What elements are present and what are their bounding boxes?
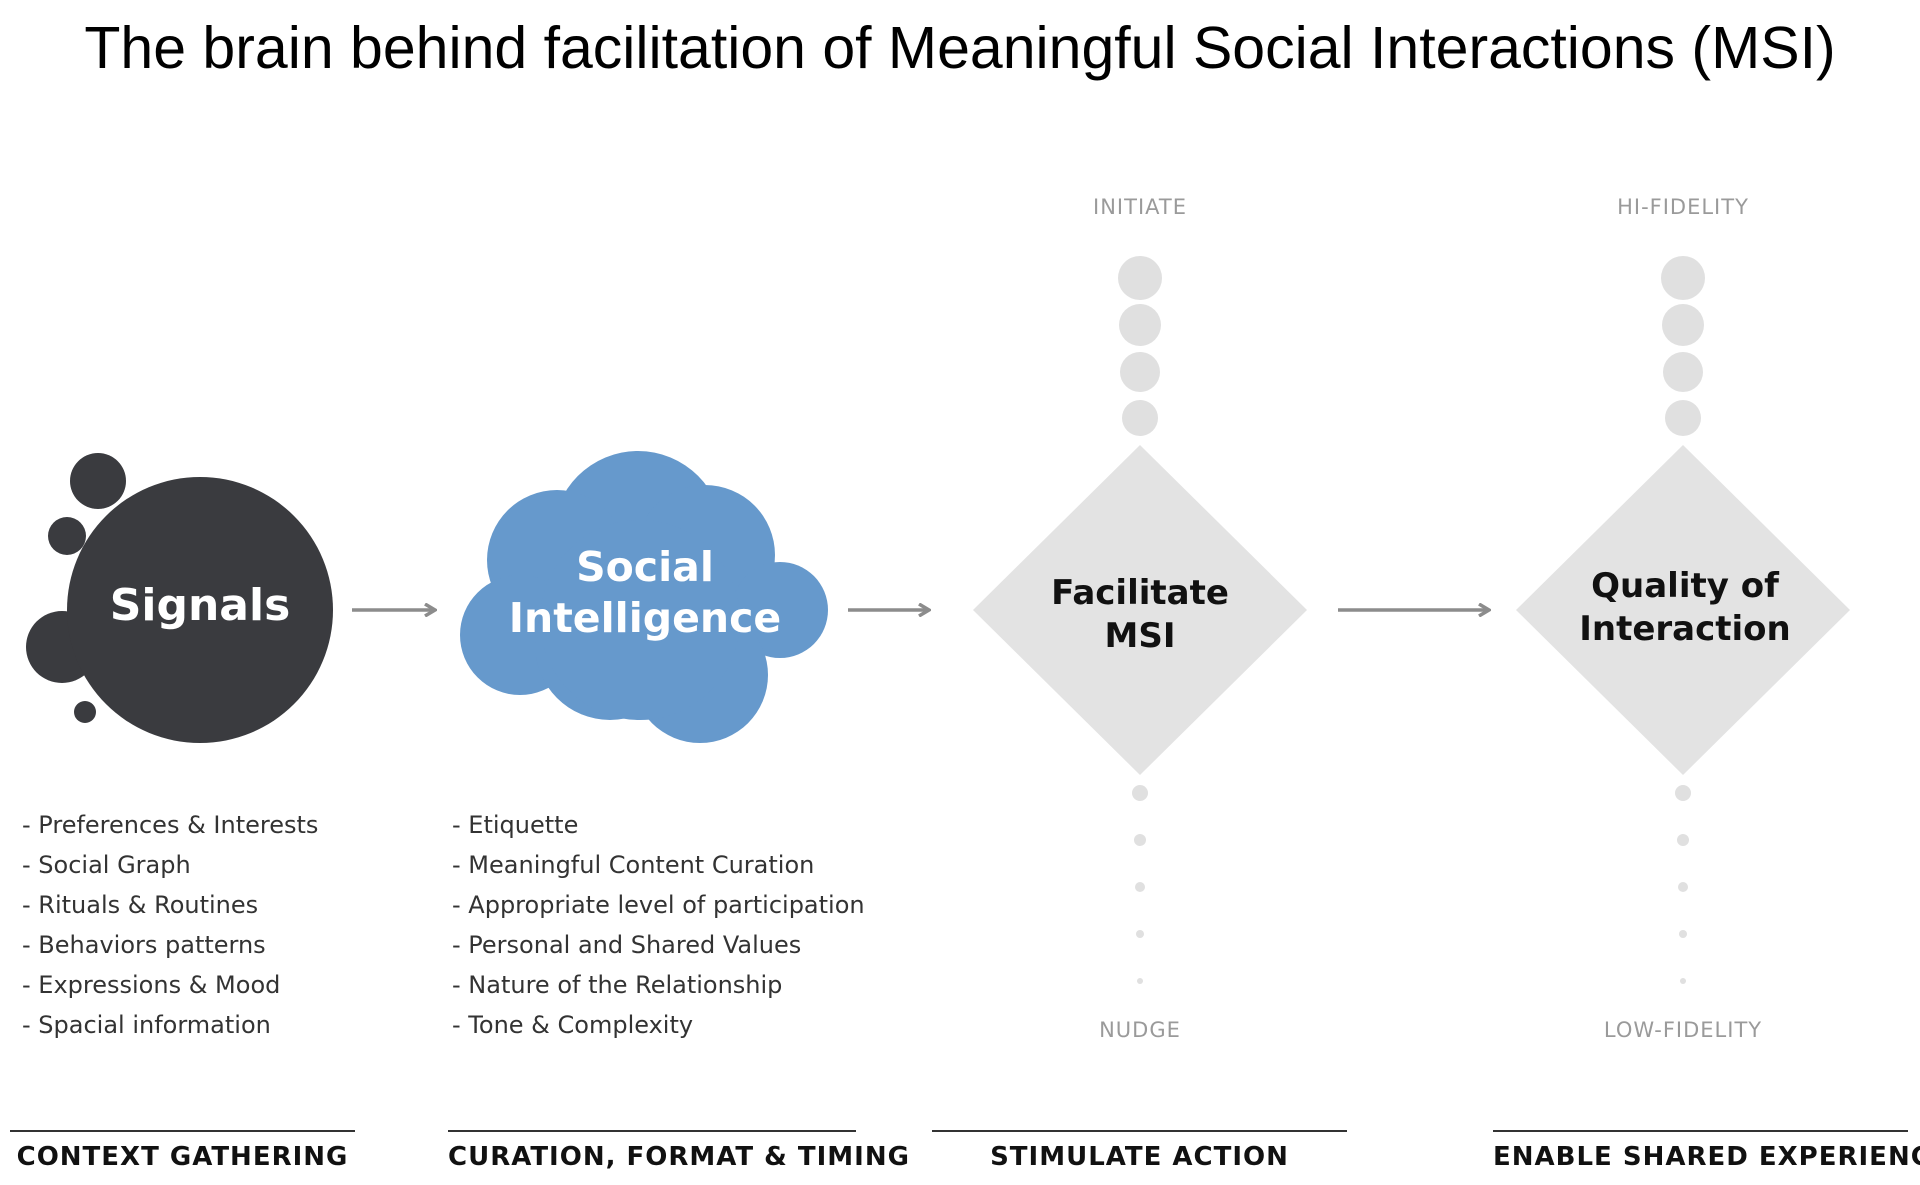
- signals-bubble-top: [70, 453, 126, 509]
- list-item: Tone & Complexity: [452, 1005, 865, 1045]
- low-fidelity-label: LOW-FIDELITY: [1603, 1018, 1763, 1042]
- list-item: Preferences & Interests: [22, 805, 318, 845]
- list-item: Social Graph: [22, 845, 318, 885]
- facilitate-diamond: [973, 445, 1307, 775]
- signals-bubble-small: [74, 701, 96, 723]
- list-item: Meaningful Content Curation: [452, 845, 865, 885]
- facilitate-label: Facilitate MSI: [1051, 573, 1229, 656]
- stage-context-gathering: CONTEXT GATHERING: [10, 1130, 355, 1172]
- list-item: Nature of the Relationship: [452, 965, 865, 1005]
- stage-shared-experience: ENABLE SHARED EXPERIENCE: [1493, 1130, 1920, 1172]
- stage-stimulate-action: STIMULATE ACTION: [932, 1130, 1347, 1172]
- signals-main-circle: [67, 477, 333, 743]
- list-item: Behaviors patterns: [22, 925, 318, 965]
- list-item: Personal and Shared Values: [452, 925, 865, 965]
- facilitate-scale: [1118, 256, 1162, 984]
- social-intelligence-cloud: [460, 451, 828, 743]
- signals-label: Signals: [109, 580, 291, 631]
- list-item: Rituals & Routines: [22, 885, 318, 925]
- stage-curation: CURATION, FORMAT & TIMING: [448, 1130, 909, 1172]
- initiate-label: INITIATE: [1093, 195, 1187, 219]
- social-intelligence-label: Social Intelligence: [508, 543, 782, 643]
- social-intelligence-list: Etiquette Meaningful Content Curation Ap…: [452, 805, 865, 1045]
- list-item: Expressions & Mood: [22, 965, 318, 1005]
- signals-list: Preferences & Interests Social Graph Rit…: [22, 805, 318, 1045]
- quality-diamond: [1516, 445, 1850, 775]
- nudge-label: NUDGE: [1099, 1018, 1181, 1042]
- list-item: Appropriate level of participation: [452, 885, 864, 925]
- hi-fidelity-label: HI-FIDELITY: [1617, 195, 1749, 219]
- list-item: Spacial information: [22, 1005, 318, 1045]
- signals-node: [26, 453, 333, 743]
- page-title: The brain behind facilitation of Meaning…: [84, 15, 1836, 81]
- quality-label: Quality of Interaction: [1579, 566, 1791, 649]
- signals-bubble-left: [48, 517, 86, 555]
- list-item: Etiquette: [452, 805, 865, 845]
- quality-scale: [1661, 256, 1705, 984]
